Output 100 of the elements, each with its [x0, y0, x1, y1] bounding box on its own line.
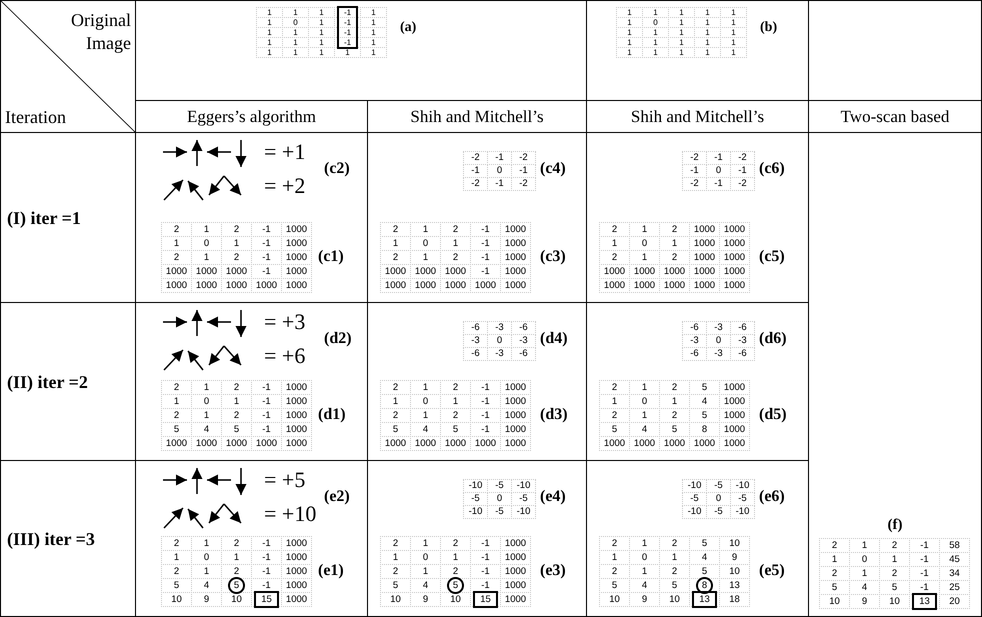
matrix-value: 1000	[281, 592, 312, 607]
matrix-value: 1000	[221, 278, 252, 293]
matrix-value: -2	[463, 177, 488, 191]
matrix-value: 18	[719, 592, 750, 607]
matrix-value: 2	[599, 536, 630, 551]
equation-text: = +6	[264, 345, 306, 367]
matrix-value: -6	[511, 321, 536, 335]
matrix-value: 10	[719, 536, 750, 551]
matrix-value: -5	[706, 505, 731, 519]
matrix-value: 1000	[191, 278, 222, 293]
matrix-value: 1000	[599, 436, 630, 451]
matrix-value: -10	[730, 479, 755, 493]
matrix-value: -10	[682, 479, 707, 493]
panel-label: (d3)	[540, 407, 568, 423]
matrix-value: 1000	[500, 380, 531, 395]
matrix-value: 1000	[719, 278, 750, 293]
matrix-value: 1000	[380, 278, 411, 293]
matrix-value: 1000	[440, 278, 471, 293]
column-header: Two-scan based	[840, 108, 950, 125]
matrix-value: -10	[463, 479, 488, 493]
matrix-value: 1000	[281, 380, 312, 395]
matrix-value: 10	[599, 592, 630, 607]
matrix-value: -2	[511, 177, 536, 191]
matrix-value: 1000	[500, 222, 531, 237]
panel-label: (d2)	[324, 331, 352, 347]
matrix-value: 2	[380, 536, 411, 551]
matrix-value: 1000	[410, 436, 441, 451]
row-header: (II) iter =2	[7, 372, 88, 390]
matrix-value: 2	[599, 222, 630, 237]
matrix-value: 1000	[281, 436, 312, 451]
panel-label: (e5)	[759, 563, 785, 579]
matrix-value: -6	[730, 321, 755, 335]
panel-label: (b)	[760, 21, 778, 35]
matrix-value: 1	[308, 7, 335, 18]
matrix-value: -3	[487, 347, 512, 361]
matrix-value: 1000	[689, 436, 720, 451]
matrix-value: 1000	[599, 278, 630, 293]
matrix-value: 1	[668, 47, 695, 58]
matrix-value: 9	[849, 594, 880, 609]
matrix-value: 1000	[659, 278, 690, 293]
matrix-value: 1000	[500, 278, 531, 293]
header-text: Iteration	[5, 108, 66, 126]
matrix-value: 2	[819, 538, 850, 553]
matrix-value: -2	[511, 151, 536, 165]
matrix-value: 1000	[719, 380, 750, 395]
matrix-value: 1000	[500, 436, 531, 451]
matrix-value: 1	[668, 7, 695, 18]
matrix-value: 1	[334, 47, 361, 58]
matrix-value: 1000	[251, 278, 282, 293]
matrix-value: 13	[689, 592, 720, 607]
matrix-value: 9	[629, 592, 660, 607]
matrix-value: 2	[161, 536, 192, 551]
matrix-value: 1	[720, 47, 747, 58]
column-header: Shih and Mitchell’s	[630, 108, 766, 125]
matrix-value: 1	[642, 47, 669, 58]
matrix-value: 1000	[689, 278, 720, 293]
matrix-value: 1	[360, 7, 387, 18]
table-cell	[808, 0, 982, 101]
matrix-value: 1	[256, 47, 283, 58]
matrix-value: -6	[730, 347, 755, 361]
matrix-value: 1	[256, 7, 283, 18]
matrix-value: 1000	[281, 536, 312, 551]
panel-label: (e3)	[540, 563, 566, 579]
matrix-value: 1000	[719, 222, 750, 237]
panel-label: (a)	[400, 21, 416, 35]
panel-label: (d4)	[540, 331, 568, 347]
matrix-value: 20	[939, 594, 970, 609]
matrix-value: -10	[730, 505, 755, 519]
matrix-value: 10	[440, 592, 471, 607]
panel-label: (e4)	[540, 489, 566, 505]
matrix-value: 1	[282, 7, 309, 18]
matrix-value: -6	[511, 347, 536, 361]
matrix-value: -2	[463, 151, 488, 165]
panel-label: (c6)	[759, 161, 785, 177]
matrix-value: 10	[819, 594, 850, 609]
matrix-value: 1	[616, 47, 643, 58]
matrix-value: 1	[694, 7, 721, 18]
matrix-value: 1	[694, 47, 721, 58]
matrix-value: 10	[879, 594, 910, 609]
panel-label: (d5)	[759, 407, 787, 423]
equation-text: = +5	[264, 469, 306, 491]
panel-label: (f)	[886, 518, 904, 533]
matrix-value: 10	[221, 592, 252, 607]
matrix-value: 1000	[500, 536, 531, 551]
equation-text: = +3	[264, 311, 306, 333]
matrix-value: 2	[161, 380, 192, 395]
equation-text: = +10	[264, 503, 316, 525]
panel-label: (d6)	[759, 331, 787, 347]
header-text: Original Image	[70, 9, 131, 54]
matrix-value: 1	[642, 7, 669, 18]
matrix-value: 1000	[221, 436, 252, 451]
matrix-value: -10	[511, 505, 536, 519]
matrix-value: -10	[511, 479, 536, 493]
row-header: (I) iter =1	[7, 208, 81, 226]
matrix-value: 13	[909, 594, 940, 609]
panel-label: (c4)	[540, 161, 566, 177]
matrix-value: 1000	[470, 436, 501, 451]
matrix-value: 1000	[281, 278, 312, 293]
matrix-value: 58	[939, 538, 970, 553]
panel-label: (e1)	[318, 563, 344, 579]
